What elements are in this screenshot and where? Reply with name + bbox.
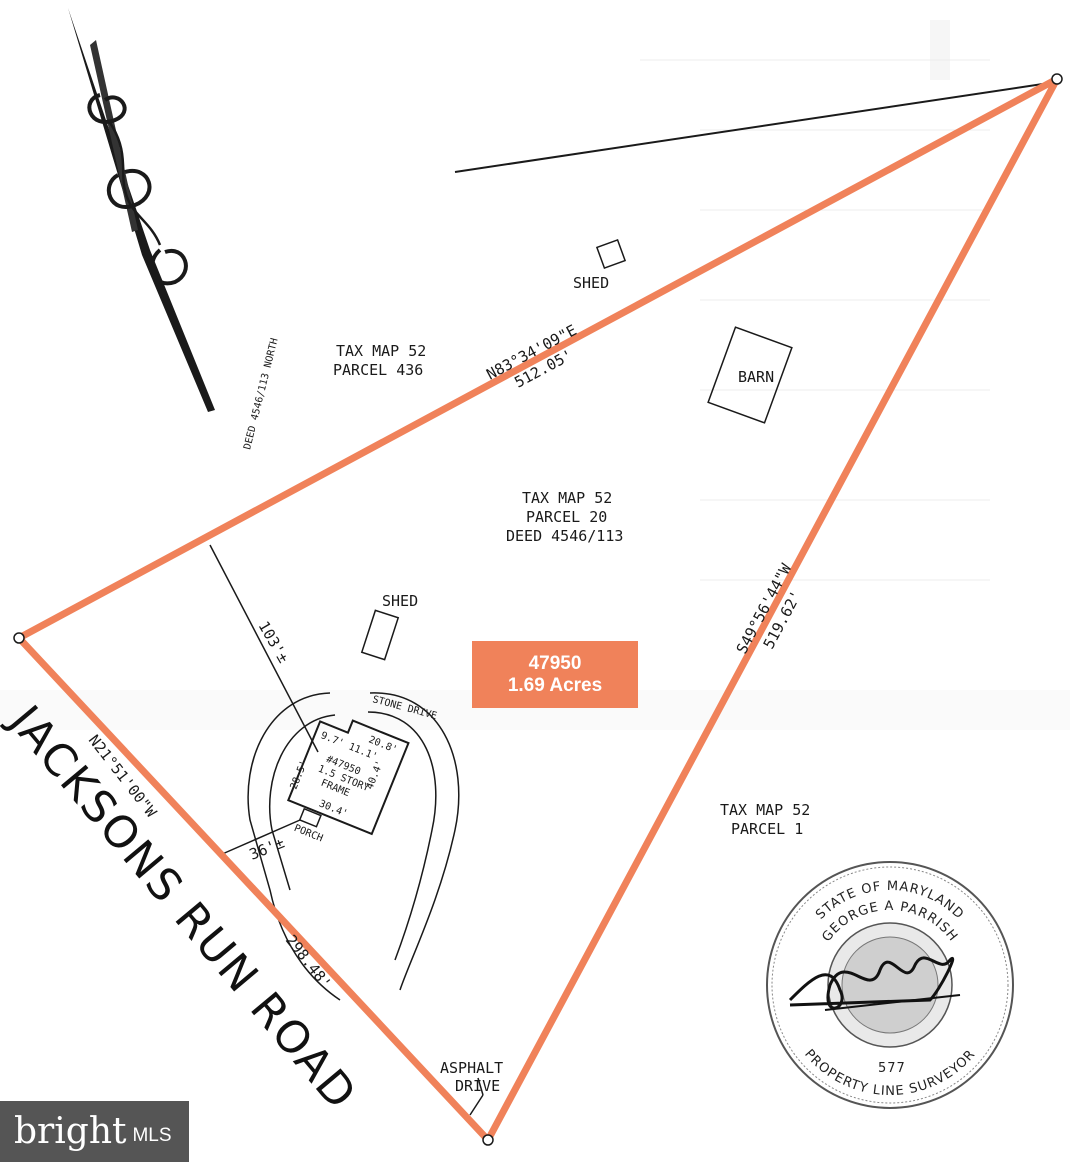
stone-drive-inner xyxy=(268,711,437,961)
tax-map-436-line2: PARCEL 436 xyxy=(333,361,423,379)
parcel-acreage: 1.69 Acres xyxy=(507,674,603,696)
north-arrow-ornament xyxy=(68,8,215,412)
stone-drive xyxy=(247,692,460,1001)
parcel-boundary[interactable] xyxy=(15,75,1061,1144)
barn-outline xyxy=(707,326,793,424)
tax-map-1-line2: PARCEL 1 xyxy=(731,820,803,838)
parcel-number: 47950 xyxy=(528,652,582,674)
seal-license-number: 577 xyxy=(878,1061,906,1076)
shed-mid-outline xyxy=(360,609,400,661)
house-footprint xyxy=(286,719,410,836)
house-dim-bottom: 30.4' xyxy=(317,798,349,819)
surveyor-signature xyxy=(788,956,955,1010)
shed-top-outline xyxy=(595,238,627,270)
bright-mls-watermark: bright MLS xyxy=(0,1101,189,1162)
tax-map-436-line1: TAX MAP 52 xyxy=(336,342,426,360)
property-lines xyxy=(209,81,1057,1116)
asphalt-drive-line1: ASPHALT xyxy=(440,1059,503,1077)
tax-map-1-line1: TAX MAP 52 xyxy=(720,801,810,819)
distance-west-label: 298.48' xyxy=(282,931,335,992)
boundary-corner-markers xyxy=(13,73,1063,1146)
watermark-brand: bright xyxy=(14,1111,127,1152)
outbuildings xyxy=(360,238,793,661)
road-name-label: JACKSONS RUN ROAD xyxy=(0,694,367,1120)
shed-top-label: SHED xyxy=(573,274,609,292)
shed-mid-label: SHED xyxy=(382,592,418,610)
house-dim-left: 28.5' xyxy=(289,759,310,791)
parcel-badge: 47950 1.69 Acres xyxy=(472,641,638,708)
asphalt-drive-line2: DRIVE xyxy=(455,1077,500,1095)
tax-map-20-line1: TAX MAP 52 xyxy=(522,489,612,507)
tax-map-20-line3: DEED 4546/113 xyxy=(506,527,623,545)
surveyor-seal: STATE OF MARYLAND GEORGE A PARRISH PROPE… xyxy=(766,861,1014,1109)
tax-map-20-line2: PARCEL 20 xyxy=(526,508,607,526)
watermark-suffix: MLS xyxy=(132,1124,172,1146)
deed-strip-label: DEED 4546/113 NORTH xyxy=(242,337,280,451)
house-dim-right: 40.4' xyxy=(365,759,386,791)
porch-label: PORCH xyxy=(292,823,324,844)
barn-label: BARN xyxy=(738,368,774,386)
house-labels: #47950 1.5 STORY FRAME 20.8' 30.4' 9.7' … xyxy=(292,730,399,844)
